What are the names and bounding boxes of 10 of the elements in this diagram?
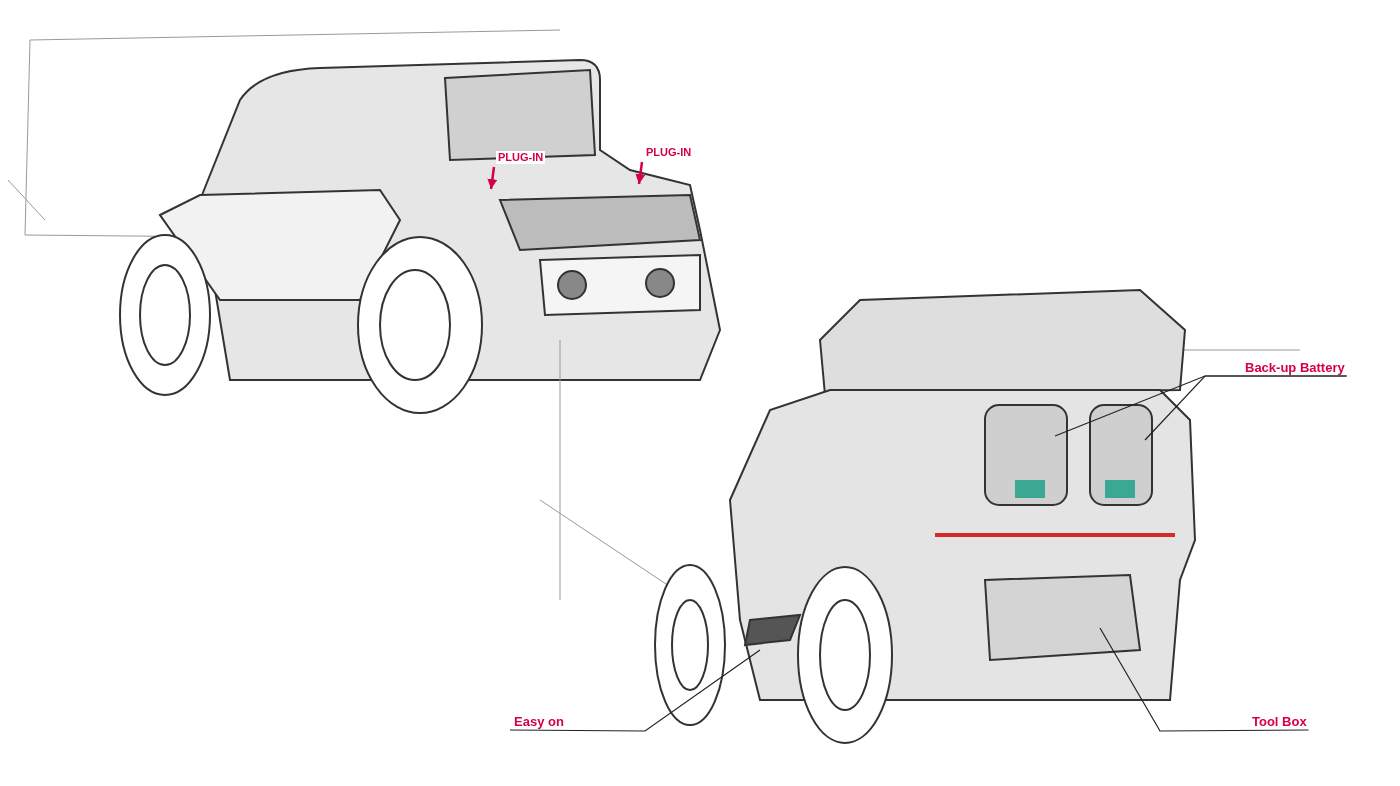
arrow — [487, 166, 498, 190]
leader-line — [1099, 627, 1310, 732]
leader-line — [509, 649, 761, 732]
arrow — [635, 161, 646, 185]
leader-line — [1144, 375, 1348, 441]
callout-label: Easy on — [512, 714, 566, 729]
callout-label: PLUG-IN — [644, 146, 694, 159]
callout-label: Tool Box — [1250, 714, 1309, 729]
callout-label: PLUG-IN — [496, 151, 546, 164]
callout-label: Back-up Battery — [1243, 360, 1347, 375]
